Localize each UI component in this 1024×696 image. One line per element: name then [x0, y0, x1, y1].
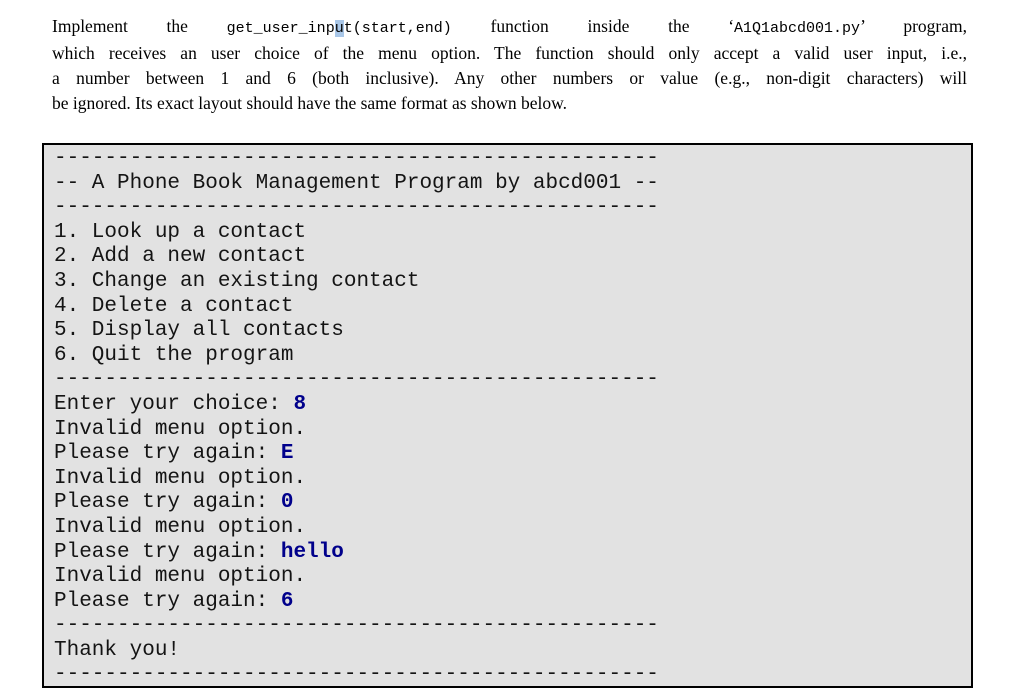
console-text-line: Please try again: hello: [54, 541, 965, 566]
instruction-line: Implement the get_user_input(start,end) …: [52, 14, 967, 41]
separator-dashes: ----------------------------------------…: [54, 614, 659, 638]
instruction-line: which receives an user choice of the men…: [52, 41, 967, 66]
instruction-line: be ignored. Its exact layout should have…: [52, 91, 967, 116]
console-text: Please try again:: [54, 491, 281, 515]
instruction-paragraph: Implement the get_user_input(start,end) …: [52, 14, 967, 116]
console-text: 2. Add a new contact: [54, 245, 307, 269]
console-text: 6. Quit the program: [54, 343, 294, 367]
console-text-line: 2. Add a new contact: [54, 245, 965, 270]
user-input-value: 6: [280, 589, 294, 613]
user-input-value: hello: [280, 540, 344, 564]
console-text: 4. Delete a contact: [54, 294, 294, 318]
console-text: Enter your choice:: [54, 392, 294, 416]
user-input-value: 0: [280, 491, 294, 515]
console-text-line: Invalid menu option.: [54, 418, 965, 443]
console-text: Invalid menu option.: [54, 515, 307, 539]
console-text: -- A Phone Book Management Program by ab…: [54, 171, 659, 195]
console-text: Please try again:: [54, 589, 281, 613]
console-separator-line: ----------------------------------------…: [54, 663, 965, 687]
console-text-line: 1. Look up a contact: [54, 221, 965, 246]
user-input-value: E: [280, 442, 294, 466]
console-separator-line: ----------------------------------------…: [54, 368, 965, 393]
console-text-line: Invalid menu option.: [54, 516, 965, 541]
console-text: Please try again:: [54, 540, 281, 564]
console-text-line: 5. Display all contacts: [54, 319, 965, 344]
separator-dashes: ----------------------------------------…: [54, 368, 659, 392]
console-text-line: Invalid menu option.: [54, 467, 965, 492]
inline-code: t(start,end): [343, 20, 452, 37]
console-text: 3. Change an existing contact: [54, 269, 420, 293]
instruction-text: ’ program,: [860, 16, 967, 36]
console-text-line: 4. Delete a contact: [54, 295, 965, 320]
separator-dashes: ----------------------------------------…: [54, 147, 659, 170]
instruction-text: be ignored. Its exact layout should have…: [52, 93, 567, 113]
console-text-line: Enter your choice: 8: [54, 393, 965, 418]
inline-code: A1Q1abcd001.py: [734, 20, 861, 37]
console-text: Invalid menu option.: [54, 466, 307, 490]
inline-code: get_user_inp: [226, 20, 335, 37]
instruction-line: a number between 1 and 6 (both inclusive…: [52, 66, 967, 91]
console-separator-line: ----------------------------------------…: [54, 614, 965, 639]
console-text-line: Invalid menu option.: [54, 565, 965, 590]
separator-dashes: ----------------------------------------…: [54, 663, 659, 687]
console-text: 1. Look up a contact: [54, 220, 307, 244]
console-text-line: Please try again: E: [54, 442, 965, 467]
console-separator-line: ----------------------------------------…: [54, 196, 965, 221]
console-text: 5. Display all contacts: [54, 319, 344, 343]
console-text: Invalid menu option.: [54, 565, 307, 589]
console-text-line: 6. Quit the program: [54, 344, 965, 369]
console-text-line: -- A Phone Book Management Program by ab…: [54, 172, 965, 197]
separator-dashes: ----------------------------------------…: [54, 196, 659, 220]
instruction-text: Implement the: [52, 16, 227, 36]
console-text-line: Please try again: 6: [54, 590, 965, 615]
console-text-line: Please try again: 0: [54, 491, 965, 516]
user-input-value: 8: [293, 392, 307, 416]
instruction-text: a number between 1 and 6 (both inclusive…: [52, 68, 967, 88]
highlighted-char: u: [334, 20, 344, 37]
console-text-line: Thank you!: [54, 639, 965, 664]
console-text: Invalid menu option.: [54, 417, 307, 441]
console-text: Please try again:: [54, 442, 281, 466]
instruction-text: which receives an user choice of the men…: [52, 43, 967, 63]
console-separator-line: ----------------------------------------…: [54, 147, 965, 172]
console-text: Thank you!: [54, 638, 181, 662]
instruction-text: function inside the ‘: [451, 16, 735, 36]
console-text-line: 3. Change an existing contact: [54, 270, 965, 295]
console-output-box: ----------------------------------------…: [42, 143, 973, 688]
